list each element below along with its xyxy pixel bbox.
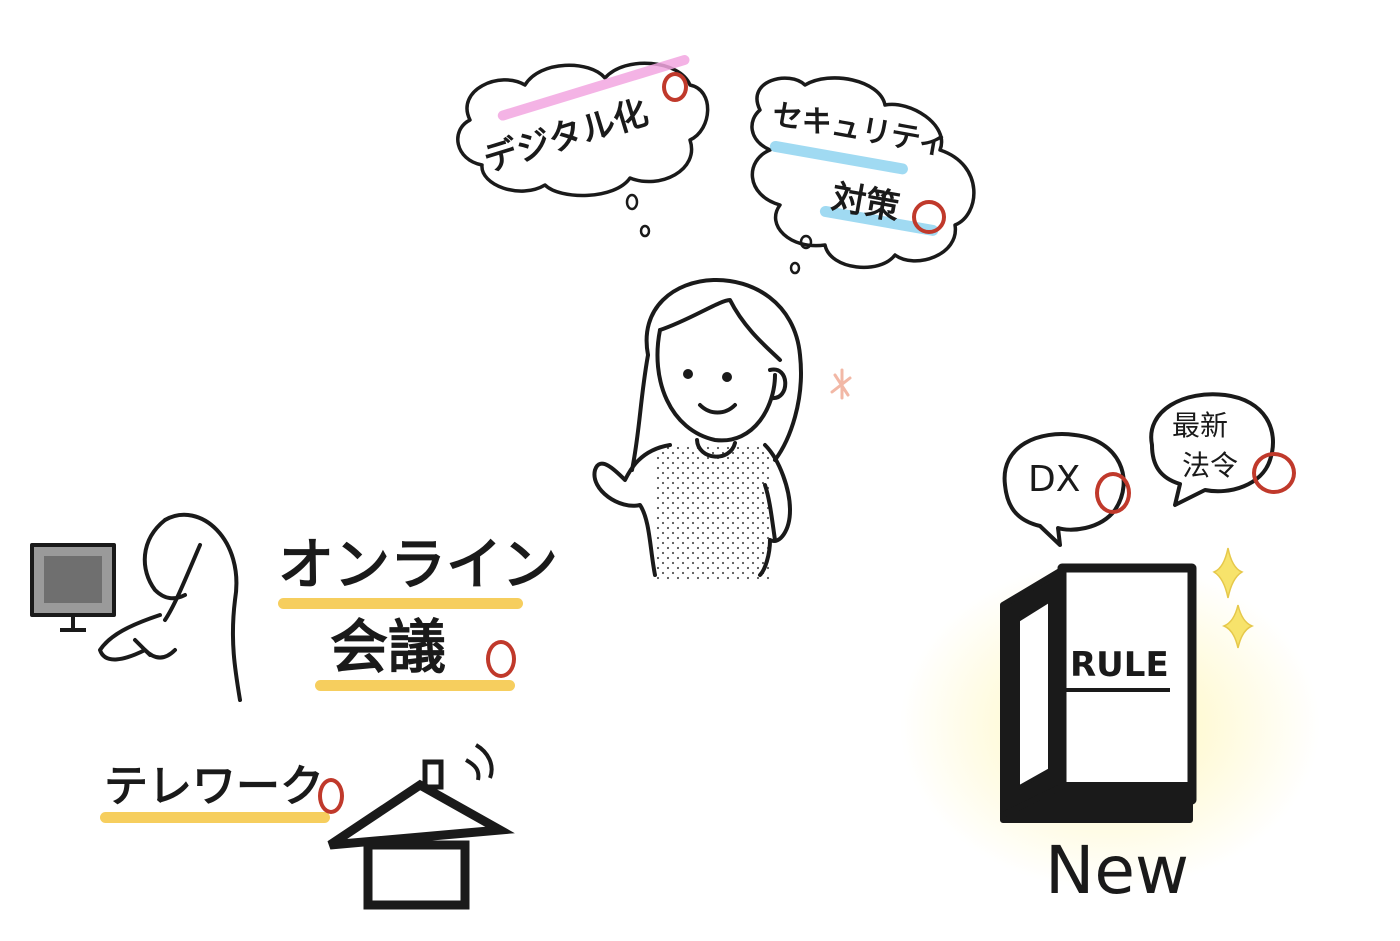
thought-bubble-icon: [750, 76, 976, 275]
check-circle-mark: [486, 640, 516, 678]
new-caption: New: [1045, 832, 1189, 909]
telework-label: テレワーク: [104, 761, 324, 812]
sparkle-icon: [1212, 547, 1255, 649]
thought-bubble-icon: [456, 61, 710, 238]
check-circle-mark: [1252, 452, 1296, 494]
check-circle-mark: [662, 72, 688, 102]
check-circle-mark: [318, 778, 344, 814]
rule-label: RULE: [1070, 645, 1169, 685]
check-circle-mark: [912, 200, 946, 234]
book-icon: [1000, 563, 1197, 823]
yellow-highlight: [315, 680, 515, 691]
woman-icon: [592, 278, 803, 580]
house-icon: [327, 743, 515, 910]
law-label-line1: 最新: [1172, 409, 1229, 442]
law-label-line2: 法令: [1182, 449, 1239, 482]
online-meeting-label-line1: オンライン: [278, 533, 558, 598]
sparkle-icon: [830, 368, 852, 400]
online-meeting-label-line2: 会議: [330, 613, 447, 681]
woman-icon: [98, 512, 242, 702]
computer-monitor-icon: [30, 543, 116, 632]
yellow-highlight: [100, 812, 330, 823]
dx-label: DX: [1028, 459, 1081, 500]
yellow-highlight: [278, 598, 523, 609]
security-label-line2: 対策: [828, 177, 903, 229]
check-circle-mark: [1095, 472, 1131, 514]
